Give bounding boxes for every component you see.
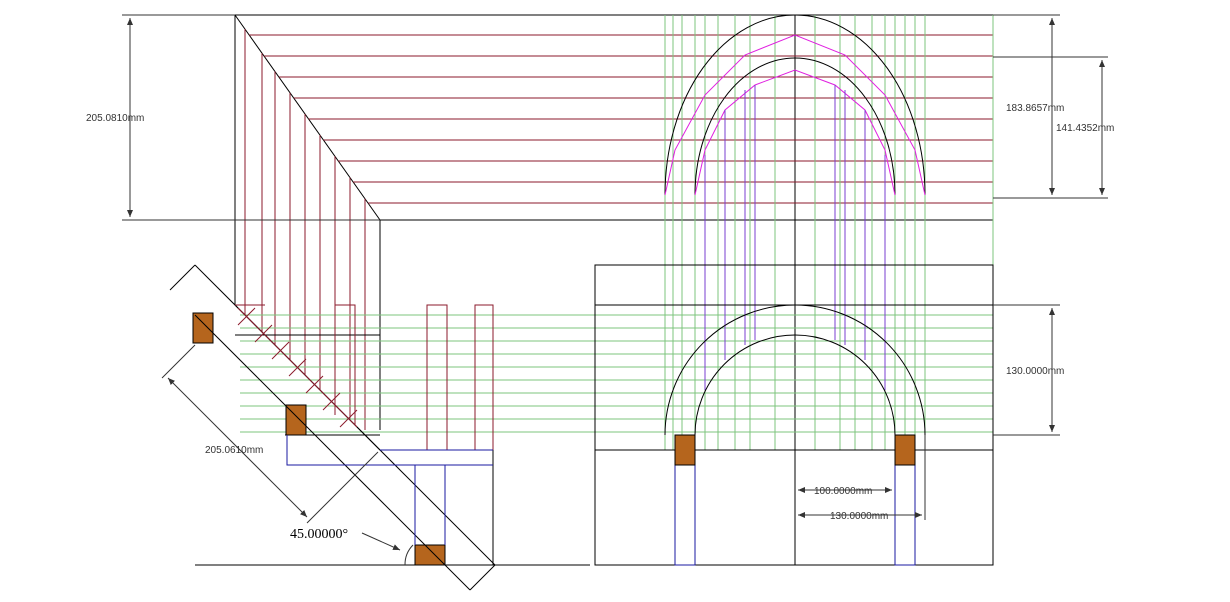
magenta-inner-polygon [694,69,896,196]
side-red-posts [235,304,494,450]
diagonal-bottom-cap [469,564,496,591]
front-right-block [894,434,916,466]
front-left-block [674,434,696,466]
front-inner-arch [694,334,896,436]
side-bottom-block [414,544,446,566]
label-right-outer: 183.8657mm [1006,103,1064,114]
label-top-left-height: 205.0810mm [86,113,144,124]
dim-angle-arc [404,544,414,566]
front-view-frame [594,264,994,566]
front-outer-arch [664,304,926,436]
red-post-2 [426,304,448,450]
dim-diag-ext-top [161,344,196,379]
dimension-lines [122,14,1108,566]
red-hatch-cross [237,307,256,326]
dimension-labels: 205.0810mm 183.8657mm 141.4352mm 130.000… [86,103,1114,542]
top-outer-arch [664,14,926,196]
red-post-3 [474,304,494,450]
red-horizontal-projections [249,34,993,204]
dim-angle-leader [361,532,401,551]
red-vertical-projections [244,29,366,430]
side-top-block [192,312,214,344]
label-right-inner: 141.4352mm [1056,123,1114,134]
label-outer-radius: 130.0000mm [830,511,888,522]
red-hatch-cross [305,375,324,394]
red-hatch-cross [254,324,273,343]
purple-vertical-projections [704,85,886,390]
magenta-outer-polygon [664,34,926,196]
green-horizontal-projections [240,314,993,433]
red-hatch-cross [271,341,290,360]
red-hatch-cross [322,392,341,411]
top-view-miter-line [234,14,381,221]
red-hatch-cross [339,409,358,428]
diagonal-inner [194,314,471,591]
dim-diagonal-length [167,377,308,518]
left-column [674,464,696,566]
magenta-polygon-arches [664,34,926,196]
label-diagonal-length: 205.0610mm [205,445,263,456]
red-hatch-cross [288,358,307,377]
top-inner-arch [694,57,896,196]
top-view-arches [664,14,926,196]
label-inner-radius: 100.0000mm [814,486,872,497]
green-vertical-projections [664,15,994,450]
label-angle: 45.00000° [290,527,348,542]
red-post-1 [334,304,356,425]
label-front-height: 130.0000mm [1006,366,1064,377]
diagonal-top-cap [169,264,196,291]
dim-diag-ext-bottom [306,451,379,524]
front-view [594,264,994,566]
red-diagonal-hatch [237,307,358,428]
